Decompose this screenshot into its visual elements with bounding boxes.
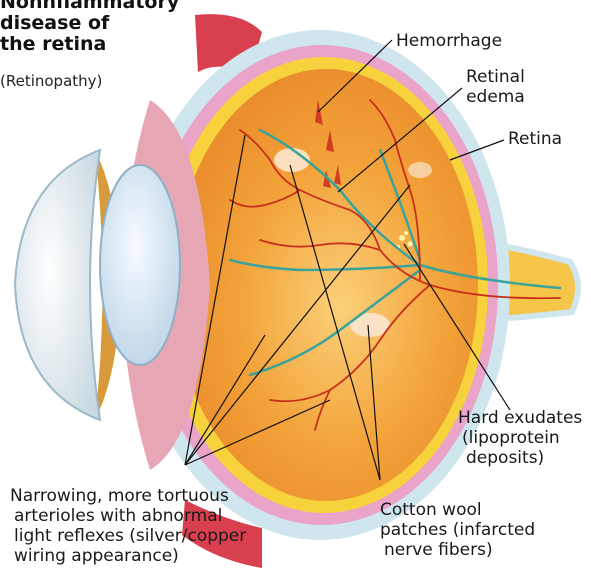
- label-narrowing-line-2: arterioles with abnormal: [10, 506, 246, 526]
- label-retinal-edema-line-1: Retinal: [466, 67, 525, 87]
- label-hard-exudates: Hard exudates (lipoprotein deposits): [458, 408, 582, 468]
- label-cotton-wool-line-1: Cotton wool: [380, 500, 535, 520]
- label-retinal-edema: Retinal edema: [466, 67, 525, 107]
- label-hard-exudates-line-1: Hard exudates: [458, 408, 582, 428]
- title-line-2: disease of: [0, 13, 179, 34]
- diagram-title: Nonhflammatory disease of the retina: [0, 0, 179, 55]
- cornea: [15, 150, 100, 420]
- label-retinal-edema-line-2: edema: [466, 87, 525, 107]
- label-hemorrhage: Hemorrhage: [396, 31, 502, 51]
- label-cotton-wool-line-2: patches (infarcted: [380, 520, 535, 540]
- label-narrowing-line-3: light reflexes (silver/copper: [10, 526, 246, 546]
- lens: [100, 165, 180, 365]
- label-narrowing-line-1: Narrowing, more tortuous: [10, 486, 246, 506]
- label-narrowing: Narrowing, more tortuous arterioles with…: [10, 486, 246, 566]
- cotton-wool-patch-3: [408, 162, 432, 178]
- label-retina: Retina: [508, 129, 562, 149]
- label-hard-exudates-line-3: deposits): [458, 448, 582, 468]
- title-line-3: the retina: [0, 34, 179, 55]
- label-cotton-wool: Cotton wool patches (infarcted nerve fib…: [380, 500, 535, 560]
- label-cotton-wool-line-3: nerve fibers): [380, 540, 535, 560]
- label-hard-exudates-line-2: (lipoprotein: [458, 428, 582, 448]
- label-narrowing-line-4: wiring appearance): [10, 546, 246, 566]
- diagram-subtitle: (Retinopathy): [0, 72, 102, 90]
